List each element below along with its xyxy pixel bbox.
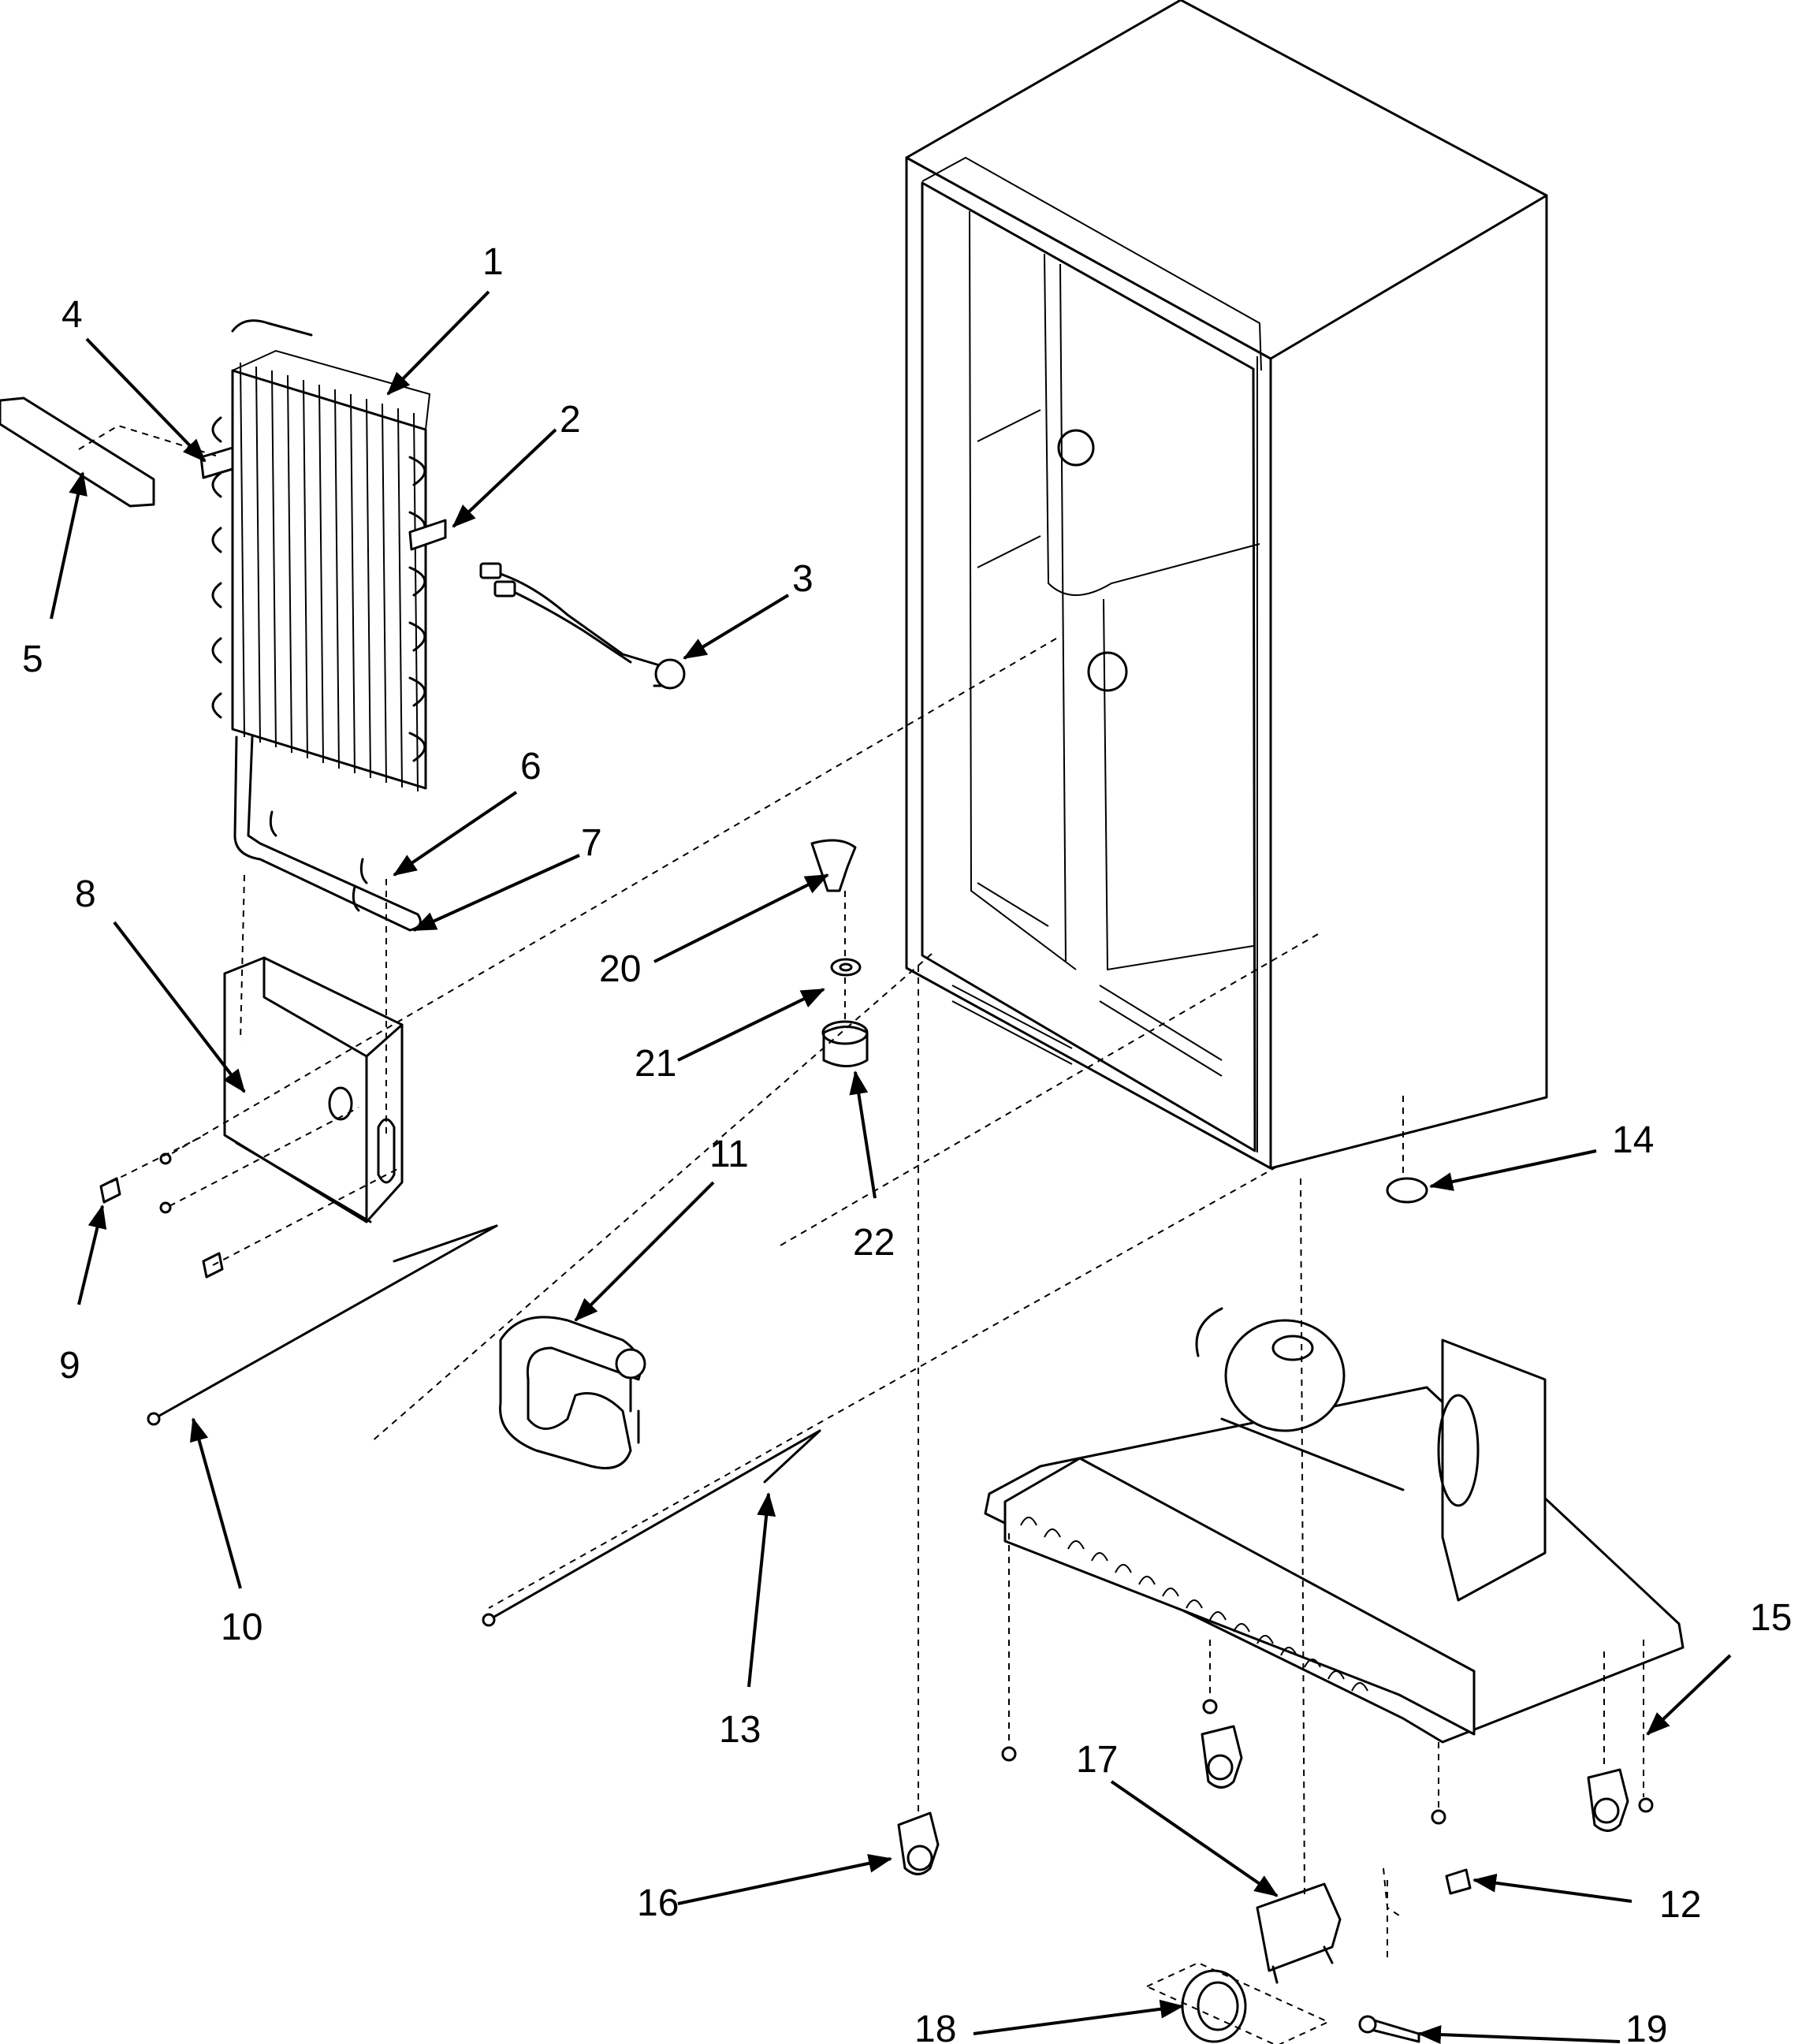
callout-16: 16	[637, 1882, 679, 1924]
callout-7: 7	[581, 822, 602, 864]
callout-9: 9	[59, 1345, 80, 1387]
callout-1: 1	[482, 241, 504, 283]
damper-parts	[810, 839, 869, 1067]
callout-4: 4	[61, 294, 83, 336]
base-screws	[1001, 1533, 1654, 1825]
drain-heater	[499, 1316, 646, 1469]
defrost-heater	[269, 810, 368, 912]
evaporator-coil	[211, 319, 431, 932]
foam-strip	[0, 397, 222, 508]
rods	[147, 1224, 821, 1627]
callout-11: 11	[709, 1134, 749, 1175]
callout-labels: 1 2 3 4 5 6 7 8 9 10 11 12 13 14 15 16 1…	[22, 241, 1792, 2044]
callout-5: 5	[22, 639, 43, 680]
callout-22: 22	[853, 1222, 895, 1264]
callout-21: 21	[635, 1043, 676, 1085]
callout-14: 14	[1612, 1119, 1654, 1161]
callout-15: 15	[1750, 1597, 1792, 1639]
callout-13: 13	[719, 1709, 761, 1751]
callout-17: 17	[1076, 1739, 1118, 1781]
callout-6: 6	[520, 746, 542, 787]
callout-12: 12	[1659, 1884, 1701, 1926]
drain-trough	[223, 956, 404, 1223]
rubber-pad	[1386, 1096, 1428, 1204]
screws	[99, 1107, 403, 1279]
cabinet	[905, 0, 1548, 1170]
evaporator-clip	[408, 519, 447, 551]
evaporator-bracket	[199, 446, 234, 479]
callout-20: 20	[599, 948, 641, 990]
callout-18: 18	[914, 2009, 956, 2044]
callout-3: 3	[792, 558, 813, 600]
defrost-thermostat	[479, 562, 686, 690]
callout-19: 19	[1625, 2009, 1667, 2044]
callout-8: 8	[75, 873, 96, 915]
callout-10: 10	[221, 1607, 262, 1648]
machine-compartment	[984, 1307, 1685, 1744]
callout-2: 2	[560, 399, 581, 441]
leader-lines	[50, 290, 1732, 2044]
assembly-guide-lines	[169, 638, 1400, 2044]
